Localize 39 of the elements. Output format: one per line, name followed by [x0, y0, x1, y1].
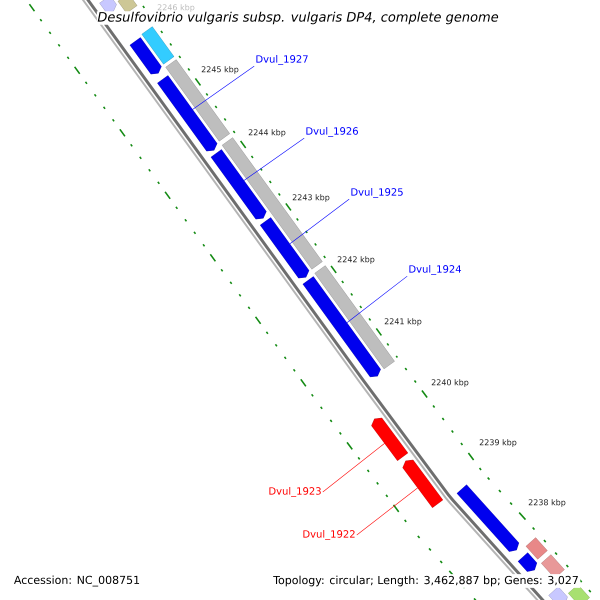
gene-block [130, 37, 162, 74]
leader-line [322, 443, 385, 492]
scale-label: 2242 kbp [338, 256, 374, 264]
scale-label: 2239 kbp [480, 439, 516, 447]
scale-label: 2241 kbp [384, 318, 422, 326]
gene-label: Dvul_1924 [409, 265, 462, 275]
gene-bar [526, 537, 548, 560]
gene-label: Dvul_1927 [256, 55, 308, 65]
gene-block [157, 75, 218, 152]
gene-bar [142, 26, 174, 64]
gene-block [518, 552, 538, 572]
accession-text: Accession: NC_008751 [12, 574, 142, 588]
gene-label: Dvul_1925 [351, 188, 403, 198]
gene-block [210, 149, 267, 220]
gene-block [402, 460, 444, 508]
scale-label: 2244 kbp [248, 129, 286, 137]
leader-line [290, 198, 350, 244]
gene-bar [118, 0, 138, 14]
gene-block [99, 0, 117, 12]
scale-label: 2245 kbp [202, 66, 238, 74]
gene-block [548, 586, 568, 600]
scale-label: 2243 kbp [292, 194, 330, 202]
gene-label: Dvul_1926 [306, 127, 358, 137]
leader-line [192, 66, 255, 110]
gene-block [456, 484, 520, 552]
gene-block [371, 418, 408, 461]
title: Desulfovibrio vulgaris subsp. vulgaris DP4, complete genome [96, 11, 500, 25]
leader-line [346, 276, 408, 323]
leader-line [356, 488, 418, 536]
leader-line [244, 138, 304, 181]
scale-label: 2240 kbp [432, 379, 468, 387]
gene-block [302, 276, 381, 378]
gene-bar [568, 584, 590, 600]
gene-label: Dvul_1923 [269, 487, 321, 497]
gene-block [260, 217, 310, 278]
genome-stats-text: Topology: circular; Length: 3,462,887 bp; Genes: 3,027 [272, 574, 580, 588]
gene-label: Dvul_1922 [303, 530, 355, 540]
scale-label: 2238 kbp [528, 499, 566, 507]
scale-label: 2246 kbp [158, 4, 194, 12]
